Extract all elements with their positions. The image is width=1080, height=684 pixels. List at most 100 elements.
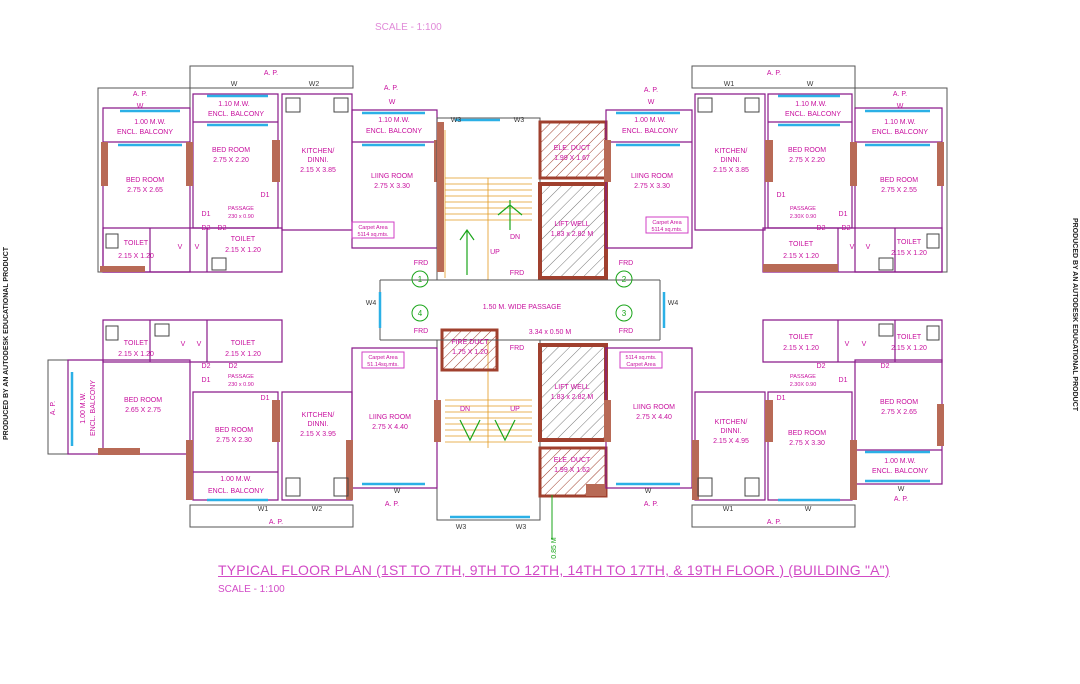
ap-outline-top: [691, 65, 856, 89]
column: [434, 400, 441, 442]
ap-label: A. P.: [384, 85, 398, 92]
window-tag: W1: [724, 81, 735, 88]
room-dim: 2.15 X 1.20: [891, 250, 927, 257]
flat-1: A. P. A. P. W W2 W W A. P. 1.00 M.W. ENC…: [97, 65, 441, 273]
room-label: BED ROOM: [124, 397, 162, 404]
room-dim: 2.75 X 4.40: [372, 424, 408, 431]
column: [937, 404, 944, 446]
window-tag: W2: [312, 506, 323, 513]
room-label: PASSAGE: [228, 374, 254, 380]
balcony-label: ENCL. BALCONY: [872, 468, 928, 475]
balcony-label: ENCL. BALCONY: [622, 128, 678, 135]
balcony-label: 1.10 M.W.: [218, 101, 250, 108]
ap-label: A. P.: [644, 87, 658, 94]
door-tag: D2: [218, 225, 227, 232]
ele-duct-dim: 1.99 X 1.62: [554, 467, 590, 474]
vent-tag: V: [197, 341, 202, 348]
flat-3: LIING ROOM 2.75 X 4.40 KITCHEN/ DINNI. 2…: [604, 319, 944, 528]
room-dim: 2.75 X 2.65: [127, 187, 163, 194]
door-tag: D1: [839, 377, 848, 384]
wash-basin-icon: [926, 325, 940, 341]
flat-marker: [615, 304, 633, 322]
window-tag: W3: [516, 524, 527, 531]
door-tag: D2: [842, 225, 851, 232]
fire-duct-dim: 1.75 X 1.20: [452, 349, 488, 356]
room-label: LIING ROOM: [633, 404, 675, 411]
window-tag: W: [897, 103, 904, 110]
ap-outline-top: [189, 65, 354, 89]
sink-icon: [744, 477, 760, 497]
window-tag: W4: [668, 300, 679, 307]
flat-4: A. P. 1.00 M.W. ENCL. BALCONY BED ROOM 2…: [47, 319, 441, 528]
carpet-area-value: 5114 sq.mts.: [625, 355, 657, 361]
room-dim: 2.15 X 1.20: [891, 345, 927, 352]
window-tag: W3: [514, 117, 525, 124]
balcony-label: 1.10 M.W.: [884, 119, 916, 126]
door-tag: D2: [229, 363, 238, 370]
door-frd: FRD: [619, 328, 633, 335]
balcony-label: 1.00 M.W.: [80, 392, 87, 424]
carpet-area-value: 5114 sq.mts.: [651, 227, 683, 233]
room-dim: 2.15 X 3.95: [300, 431, 336, 438]
window-tag: W3: [451, 117, 462, 124]
room-dim: 2.75 X 3.30: [789, 440, 825, 447]
ap-label: A. P.: [893, 91, 907, 98]
sink-icon: [697, 97, 713, 113]
ap-outline-bottom: [691, 504, 856, 528]
window-tag: W3: [456, 524, 467, 531]
wash-basin-icon: [878, 323, 894, 337]
window-tag: W2: [309, 81, 320, 88]
room-dim: 2.15 X 4.95: [713, 438, 749, 445]
flat-marker: [615, 270, 633, 288]
room-dim: 2.65 X 2.75: [125, 407, 161, 414]
wash-basin-icon: [926, 233, 940, 249]
toilet-walls: [102, 227, 283, 273]
column: [186, 440, 193, 500]
room-label: BED ROOM: [212, 147, 250, 154]
flat-number: 4: [418, 309, 423, 318]
window-tag: W4: [366, 300, 377, 307]
flat-2: A. P. A. P. A. P. W1 W W W 1.00 M.W. ENC…: [604, 65, 948, 273]
window-tag: W: [807, 81, 814, 88]
stair-dn: DN: [460, 406, 470, 413]
passage-label: 1.50 M. WIDE PASSAGE: [483, 304, 562, 311]
ap-label: A. P.: [133, 91, 147, 98]
kitchen-walls: [694, 93, 766, 231]
room-label: LIING ROOM: [631, 173, 673, 180]
column: [765, 140, 773, 182]
column: [100, 266, 145, 272]
room-label: KITCHEN/: [715, 419, 748, 426]
carpet-area-value: 51.14sq.mts.: [367, 362, 399, 368]
kitchen-walls: [281, 391, 353, 501]
column: [101, 142, 108, 186]
ap-label: A. P.: [385, 501, 399, 508]
balcony-label: ENCL. BALCONY: [208, 488, 264, 495]
room-dim: 230 x 0.90: [228, 214, 254, 220]
toilet-walls: [762, 319, 943, 363]
room-label: DINNI.: [721, 428, 742, 435]
room-dim: 2.15 X 1.20: [118, 351, 154, 358]
room-label: PASSAGE: [228, 206, 254, 212]
dimension-label: 0.85 M: [551, 537, 558, 559]
room-dim: 230 x 0.90: [228, 382, 254, 388]
ele-duct-top: [538, 120, 608, 180]
wash-basin-icon: [105, 325, 119, 341]
sink-icon: [697, 477, 713, 497]
room-label: DINNI.: [308, 157, 329, 164]
door-frd: FRD: [510, 345, 524, 352]
stair-top-outline: [436, 117, 541, 281]
window-tag: W: [231, 81, 238, 88]
room-dim: 2.75 X 2.65: [881, 409, 917, 416]
window-tag: W: [137, 103, 144, 110]
column: [765, 400, 773, 442]
stair-arrow-up: [459, 228, 475, 275]
room-dim: 2.75 X 4.40: [636, 414, 672, 421]
ap-label: A. P.: [767, 70, 781, 77]
stair-up: UP: [490, 249, 500, 256]
balcony-label: 1.00 M.W.: [634, 117, 666, 124]
window-tag: W: [648, 99, 655, 106]
balcony-label: ENCL. BALCONY: [208, 111, 264, 118]
door-tag: D2: [817, 363, 826, 370]
carpet-area-label: Carpet Area: [358, 225, 388, 231]
lift-well-dim: 1.83 x 2.82 M: [551, 231, 594, 238]
